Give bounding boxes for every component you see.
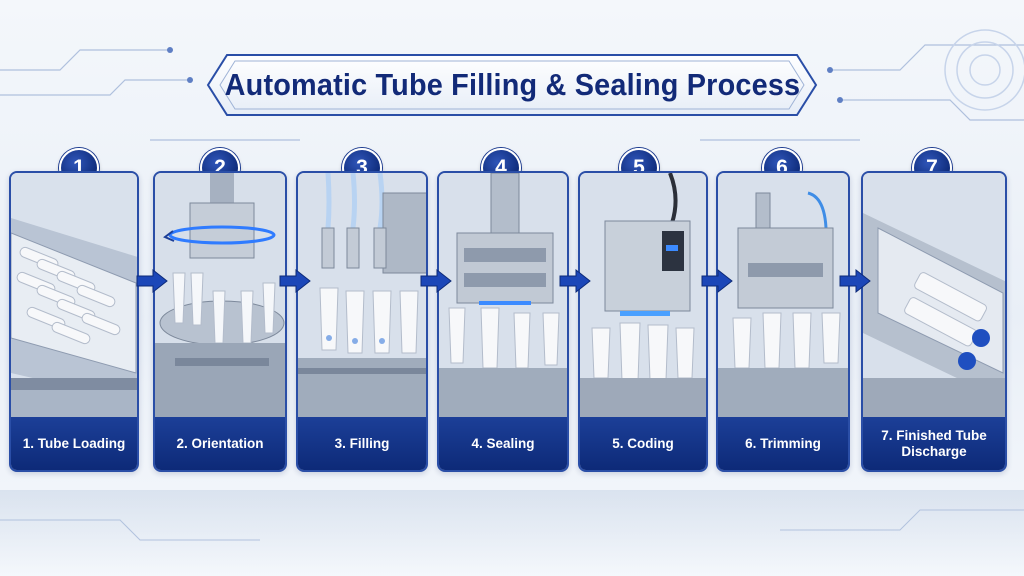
arrow-right-icon xyxy=(136,268,168,294)
arrow-right-icon xyxy=(559,268,591,294)
step-card-orientation: 2. Orientation xyxy=(153,171,287,472)
arrow-right-icon xyxy=(279,268,311,294)
step-card-tube-loading: 1. Tube Loading xyxy=(9,171,139,472)
step-label-filling: 3. Filling xyxy=(298,417,426,470)
orientation-station-illustration xyxy=(155,173,285,421)
step-label-tube-loading: 1. Tube Loading xyxy=(11,417,137,470)
floor-reflection xyxy=(0,490,1024,576)
step-card-coding: 5. Coding xyxy=(578,171,708,472)
step-card-filling: 3. Filling xyxy=(296,171,428,472)
arrow-right-icon xyxy=(701,268,733,294)
filling-nozzles-illustration xyxy=(298,173,426,421)
arrow-right-icon xyxy=(420,268,452,294)
step-label-sealing: 4. Sealing xyxy=(439,417,567,470)
step-label-orientation: 2. Orientation xyxy=(155,417,285,470)
step-card-discharge: 7. Finished Tube Discharge xyxy=(861,171,1007,472)
step-card-trimming: 6. Trimming xyxy=(716,171,850,472)
title-frame xyxy=(206,54,818,116)
page-title: Automatic Tube Filling & Sealing Process xyxy=(224,67,800,102)
step-label-coding: 5. Coding xyxy=(580,417,706,470)
step-label-discharge: 7. Finished Tube Discharge xyxy=(863,417,1005,470)
step-card-sealing: 4. Sealing xyxy=(437,171,569,472)
coding-printer-illustration xyxy=(580,173,706,421)
tube-hopper-illustration xyxy=(11,173,137,421)
step-label-trimming: 6. Trimming xyxy=(718,417,848,470)
sealing-jaws-illustration xyxy=(439,173,567,421)
trimming-station-illustration xyxy=(718,173,848,421)
title-banner: Automatic Tube Filling & Sealing Process xyxy=(205,52,819,118)
arrow-right-icon xyxy=(839,268,871,294)
discharge-chute-illustration xyxy=(863,173,1005,421)
